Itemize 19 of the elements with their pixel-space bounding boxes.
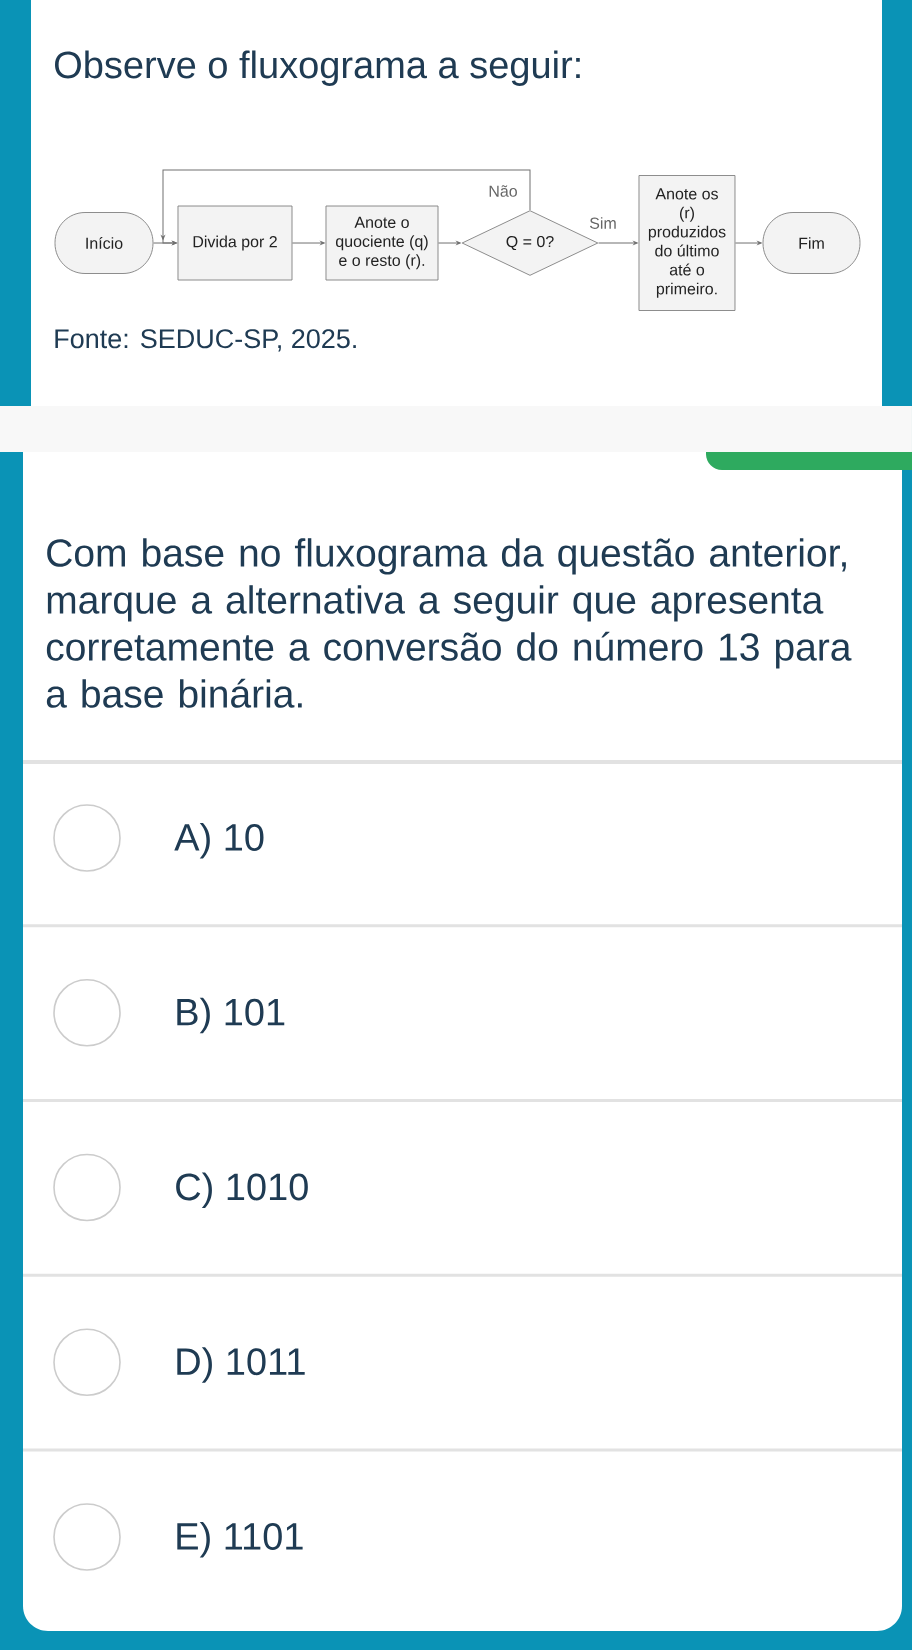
arrow bbox=[437, 241, 461, 245]
answer-option: E) 1101 bbox=[177, 1521, 303, 1558]
arrow bbox=[161, 169, 531, 245]
question-text: Com base no fluxograma da questão anterior, marque a alternativa a seguir que apresenta corretamente a conversão do número 13 para a base binária. bbox=[46, 538, 852, 708]
process-box: Anote o quociente (q) e o resto (r). bbox=[325, 205, 439, 281]
answer-option: C) 1010 bbox=[176, 1172, 308, 1208]
answer-option: D) 1011 bbox=[177, 1347, 305, 1383]
arrow bbox=[597, 241, 638, 245]
arrow bbox=[734, 241, 762, 245]
source-note: Fonte: SEDUC-SP, 2025. bbox=[55, 329, 356, 352]
answer-option: A) 10 bbox=[174, 822, 264, 859]
edge-label: Não bbox=[487, 184, 519, 198]
heading: Observe o fluxograma a seguir: bbox=[55, 50, 580, 86]
arrow bbox=[291, 241, 325, 245]
process-box: Anote os (r) produzidos do último até o primeiro. bbox=[638, 175, 736, 311]
terminal-box: Fim bbox=[762, 212, 861, 274]
terminal-box: Início bbox=[54, 212, 154, 274]
answer-option: B) 101 bbox=[177, 997, 285, 1034]
process-box: Divida por 2 bbox=[177, 205, 293, 281]
